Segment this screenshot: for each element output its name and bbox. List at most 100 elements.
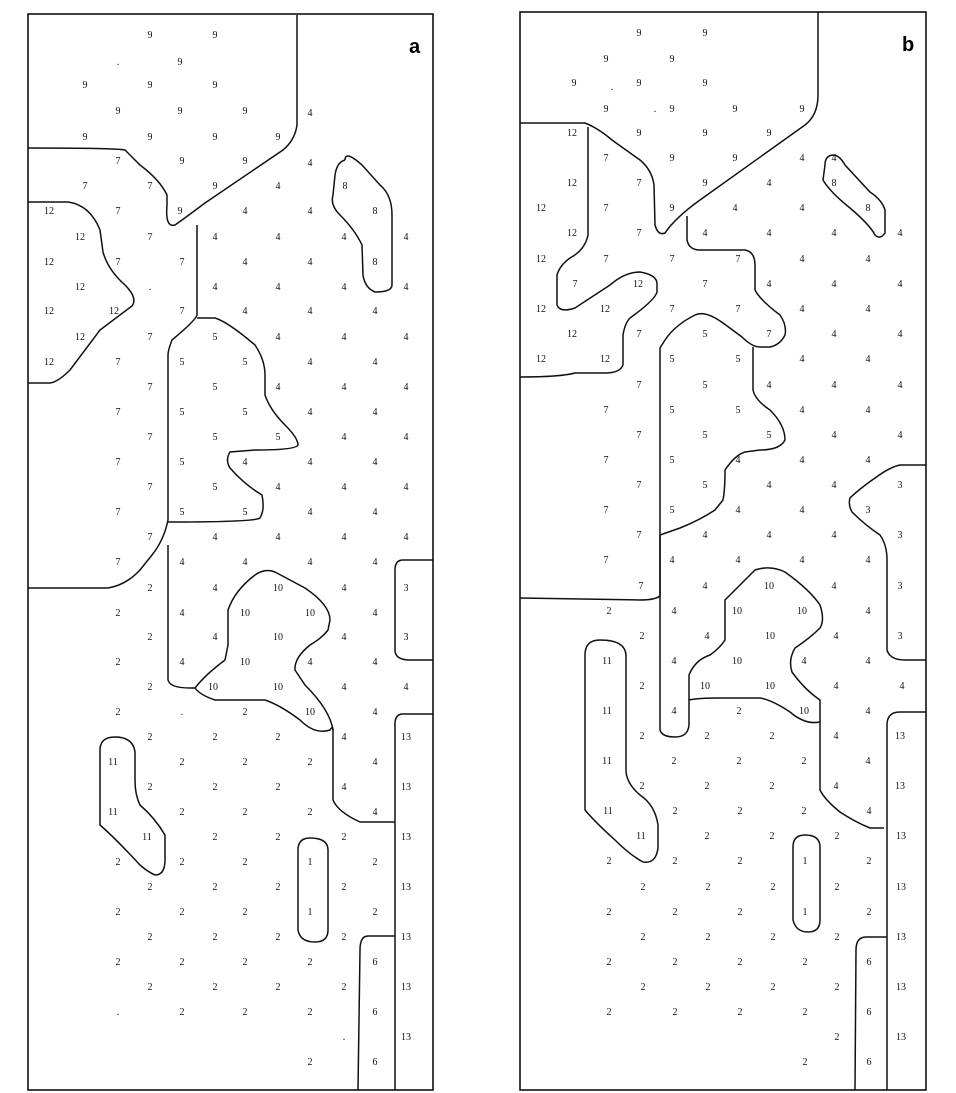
region-class-label: 5 xyxy=(275,432,281,443)
region-class-label: 4 xyxy=(766,380,772,391)
region-class-label: 12 xyxy=(633,279,643,290)
region-class-label: 4 xyxy=(831,380,837,391)
region-class-label: 2 xyxy=(242,757,248,768)
region-class-label: 9 xyxy=(636,78,642,89)
region-class-label: 9 xyxy=(147,132,153,143)
region-class-label: 7 xyxy=(147,532,153,543)
region-class-label: 5 xyxy=(242,507,248,518)
region-class-label: . xyxy=(342,1032,346,1043)
region-class-label: 2 xyxy=(212,982,218,993)
region-class-label: 2 xyxy=(341,882,347,893)
region-class-label: 4 xyxy=(341,732,347,743)
region-class-label: 2 xyxy=(639,631,645,642)
region-class-label: 4 xyxy=(275,382,281,393)
region-class-label: 4 xyxy=(704,631,710,642)
region-class-label: 4 xyxy=(372,457,378,468)
region-class-label: 4 xyxy=(403,432,409,443)
region-class-label: 4 xyxy=(702,228,708,239)
region-class-label: 4 xyxy=(865,555,871,566)
region-class-label: 2 xyxy=(704,731,710,742)
region-class-label: 7 xyxy=(603,405,609,416)
region-class-label: 5 xyxy=(179,457,185,468)
region-class-label: 7 xyxy=(115,407,121,418)
region-class-label: 2 xyxy=(341,832,347,843)
region-class-label: 4 xyxy=(212,282,218,293)
region-class-label: 12 xyxy=(536,354,546,365)
region-boundary xyxy=(167,317,299,523)
region-class-label: 10 xyxy=(732,606,742,617)
region-class-label: 12 xyxy=(44,306,54,317)
region-class-label: 4 xyxy=(403,232,409,243)
map-frame xyxy=(519,11,927,1091)
region-class-label: 4 xyxy=(766,178,772,189)
region-class-label: 4 xyxy=(671,706,677,717)
region-class-label: 7 xyxy=(147,181,153,192)
region-class-label: 12 xyxy=(536,203,546,214)
region-class-label: 9 xyxy=(766,128,772,139)
region-boundary xyxy=(28,225,198,589)
region-class-label: 7 xyxy=(636,228,642,239)
region-class-label: 2 xyxy=(179,757,185,768)
region-class-label: 7 xyxy=(603,254,609,265)
region-class-label: 4 xyxy=(372,407,378,418)
region-class-label: 9 xyxy=(177,206,183,217)
region-class-label: 4 xyxy=(833,731,839,742)
region-class-label: 4 xyxy=(403,382,409,393)
region-class-label: 9 xyxy=(242,156,248,167)
region-class-label: 4 xyxy=(372,657,378,668)
region-class-label: 4 xyxy=(865,455,871,466)
region-class-label: 7 xyxy=(147,232,153,243)
region-class-label: 9 xyxy=(147,80,153,91)
region-class-label: 7 xyxy=(735,304,741,315)
region-class-label: 2 xyxy=(242,707,248,718)
region-class-label: 2 xyxy=(147,732,153,743)
region-class-label: 2 xyxy=(640,882,646,893)
region-class-label: 4 xyxy=(212,583,218,594)
region-class-label: 11 xyxy=(108,807,118,818)
region-class-label: 7 xyxy=(669,304,675,315)
region-class-label: 4 xyxy=(242,457,248,468)
region-class-label: 10 xyxy=(240,657,250,668)
region-class-label: 4 xyxy=(372,507,378,518)
region-class-label: 12 xyxy=(567,178,577,189)
region-class-label: 7 xyxy=(669,254,675,265)
region-class-label: 4 xyxy=(865,354,871,365)
region-class-label: 4 xyxy=(831,530,837,541)
region-class-label: 1 xyxy=(802,907,808,918)
region-boundary xyxy=(27,15,298,227)
region-class-label: . xyxy=(116,1007,120,1018)
region-class-label: . xyxy=(116,57,120,68)
region-boundary xyxy=(297,837,329,943)
region-class-label: 9 xyxy=(669,203,675,214)
region-class-label: 5 xyxy=(669,354,675,365)
region-class-label: 4 xyxy=(372,707,378,718)
region-class-label: 4 xyxy=(403,682,409,693)
region-class-label: 5 xyxy=(702,480,708,491)
region-class-label: 7 xyxy=(115,257,121,268)
region-class-label: 2 xyxy=(212,782,218,793)
region-class-label: 2 xyxy=(147,682,153,693)
region-class-label: 9 xyxy=(702,28,708,39)
region-class-label: 2 xyxy=(639,731,645,742)
region-boundary xyxy=(519,127,658,378)
region-class-label: 4 xyxy=(372,557,378,568)
region-class-label: 2 xyxy=(179,857,185,868)
region-class-label: 2 xyxy=(179,807,185,818)
region-class-label: 2 xyxy=(802,957,808,968)
region-class-label: 2 xyxy=(275,932,281,943)
region-class-label: 4 xyxy=(307,108,313,119)
region-class-label: 2 xyxy=(802,1057,808,1068)
region-class-label: 4 xyxy=(275,282,281,293)
region-class-label: 4 xyxy=(831,329,837,340)
region-class-label: 4 xyxy=(766,530,772,541)
region-class-label: 2 xyxy=(769,781,775,792)
region-class-label: 4 xyxy=(799,405,805,416)
region-class-label: 2 xyxy=(640,982,646,993)
region-class-label: 12 xyxy=(75,332,85,343)
region-class-label: 6 xyxy=(372,1057,378,1068)
region-boundary xyxy=(519,216,787,601)
region-class-label: 6 xyxy=(866,957,872,968)
region-class-label: 9 xyxy=(732,104,738,115)
region-class-label: 4 xyxy=(897,430,903,441)
